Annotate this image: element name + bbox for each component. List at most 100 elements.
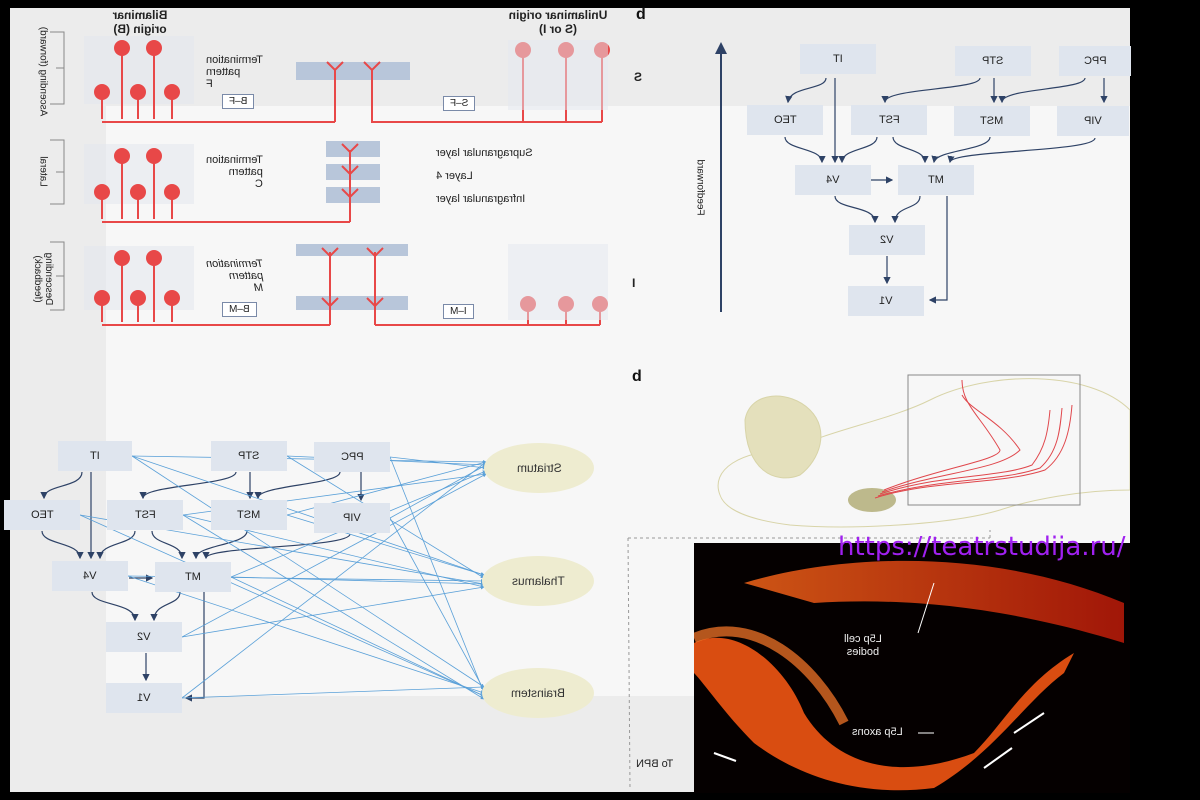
neuron-soma <box>94 184 110 200</box>
neuron-soma <box>164 184 180 200</box>
node-label: STP <box>982 55 1004 67</box>
row-bracket <box>50 241 65 311</box>
node-label: VIP <box>343 512 361 524</box>
cortical-connection-arrow <box>202 533 351 560</box>
hierarchy-node-teo: TEO <box>747 105 823 135</box>
row-bracket <box>50 139 65 205</box>
watermark-url: https://teatrstudija.ru/ <box>838 532 1126 562</box>
node-label: MST <box>237 509 261 521</box>
axon-terminal <box>341 143 359 154</box>
hierarchy-node-mst: MST <box>954 106 1030 136</box>
neuron-soma <box>94 290 110 306</box>
subcortical-node-mst: MST <box>211 500 287 530</box>
subcortical-projection-arrow <box>181 685 485 699</box>
axon-terminal <box>366 247 384 258</box>
node-label: PPC <box>1083 55 1107 67</box>
hierarchy-connection-arrow <box>928 196 948 304</box>
hierarchy-connection-arrow <box>881 77 981 104</box>
node-label: V1 <box>879 295 893 307</box>
unilaminar-region <box>508 244 608 320</box>
subcortical-projection-arrow <box>389 464 487 519</box>
neuron-soma <box>130 290 146 306</box>
row-bracket <box>50 31 65 105</box>
hierarchy-connection-arrow <box>834 195 879 224</box>
neuron-soma <box>114 250 130 266</box>
axon-terminal <box>321 297 339 308</box>
inset-frame <box>907 374 1081 506</box>
hierarchy-connection-arrow <box>947 137 1096 164</box>
subcortical-projection-arrow <box>389 456 487 470</box>
subcortical-node-it: IT <box>58 441 132 471</box>
axon-terminal <box>341 165 359 176</box>
node-label: MST <box>980 115 1004 127</box>
subcortical-projection-arrow <box>389 517 485 691</box>
hierarchy-connection-arrow <box>892 136 929 164</box>
subcortical-projection-arrow <box>181 585 485 638</box>
neuron-soma <box>164 290 180 306</box>
subcortical-projection-arrow <box>389 456 485 694</box>
node-label: V2 <box>880 234 894 246</box>
node-label: V4 <box>826 174 840 186</box>
panel-letter-b-bottom: b <box>632 368 642 385</box>
hierarchy-node-ppc: PPC <box>1059 46 1131 76</box>
hierarchy-node-v1: V1 <box>848 286 924 316</box>
tag-i-m: I–M <box>443 304 474 319</box>
neuron-soma <box>114 148 130 164</box>
neuron-soma <box>146 250 162 266</box>
node-label: MT <box>185 571 201 583</box>
neuron-soma <box>130 184 146 200</box>
node-label: IT <box>90 450 100 462</box>
cortical-connection-arrow <box>151 530 186 560</box>
node-label: FST <box>878 114 900 126</box>
cortical-connection-arrow <box>41 530 84 560</box>
node-label: V2 <box>137 631 151 643</box>
hierarchy-node-fst: FST <box>851 105 927 135</box>
feedforward-label: Feedforward <box>694 159 706 216</box>
hierarchy-node-mt: MT <box>898 165 974 195</box>
subcortical-node-ppc: PPC <box>314 442 390 472</box>
axon-terminal <box>366 297 384 308</box>
subcortical-projection-arrow <box>181 473 487 638</box>
subcortical-projection-arrow <box>182 514 485 700</box>
to-bpn-label: To BPN <box>636 758 674 770</box>
tag-s-f: S–F <box>443 96 476 111</box>
node-label: MT <box>928 174 944 186</box>
hierarchy-connection-arrow <box>998 77 1086 104</box>
subcortical-node-stp: STP <box>211 441 287 471</box>
cortical-layer-band <box>296 62 410 80</box>
node-label: PPC <box>340 451 364 463</box>
subcortical-node-v4: V4 <box>52 561 128 591</box>
node-label: V4 <box>83 570 97 582</box>
node-label: STP <box>238 450 260 462</box>
cortical-connection-arrow <box>254 471 341 500</box>
target-brainstem: Brainstem <box>482 668 594 718</box>
node-label: IT <box>833 53 843 65</box>
label-axons: L5p axons <box>852 726 903 738</box>
hierarchy-connection-arrow <box>785 77 827 104</box>
tag-b-f: B–F <box>222 94 255 109</box>
cortical-connection-arrow <box>96 530 136 560</box>
tag-b-m: B–M <box>222 302 257 317</box>
fluorescence-rendering <box>694 560 1124 791</box>
node-label: FST <box>134 509 156 521</box>
laminar-diagram <box>50 31 610 326</box>
hierarchy-node-it: IT <box>800 44 876 74</box>
cortical-connection-arrow <box>184 592 205 702</box>
node-label: TEO <box>30 509 54 521</box>
subcortical-projection-arrow <box>131 455 485 576</box>
cortical-connection-arrow <box>192 530 248 560</box>
dashed-connector <box>627 530 991 791</box>
neuron-soma <box>130 84 146 100</box>
hierarchy-node-vip: VIP <box>1057 106 1129 136</box>
brain-sagittal-sketch <box>717 374 1130 528</box>
axon-terminal <box>341 188 359 199</box>
subcortical-node-vip: VIP <box>314 503 390 533</box>
neuron-soma <box>146 148 162 164</box>
subcortical-projection-arrow <box>181 461 487 699</box>
axon-terminal <box>326 61 344 72</box>
subcortical-node-mt: MT <box>155 562 231 592</box>
cortical-layer-band <box>296 244 408 256</box>
